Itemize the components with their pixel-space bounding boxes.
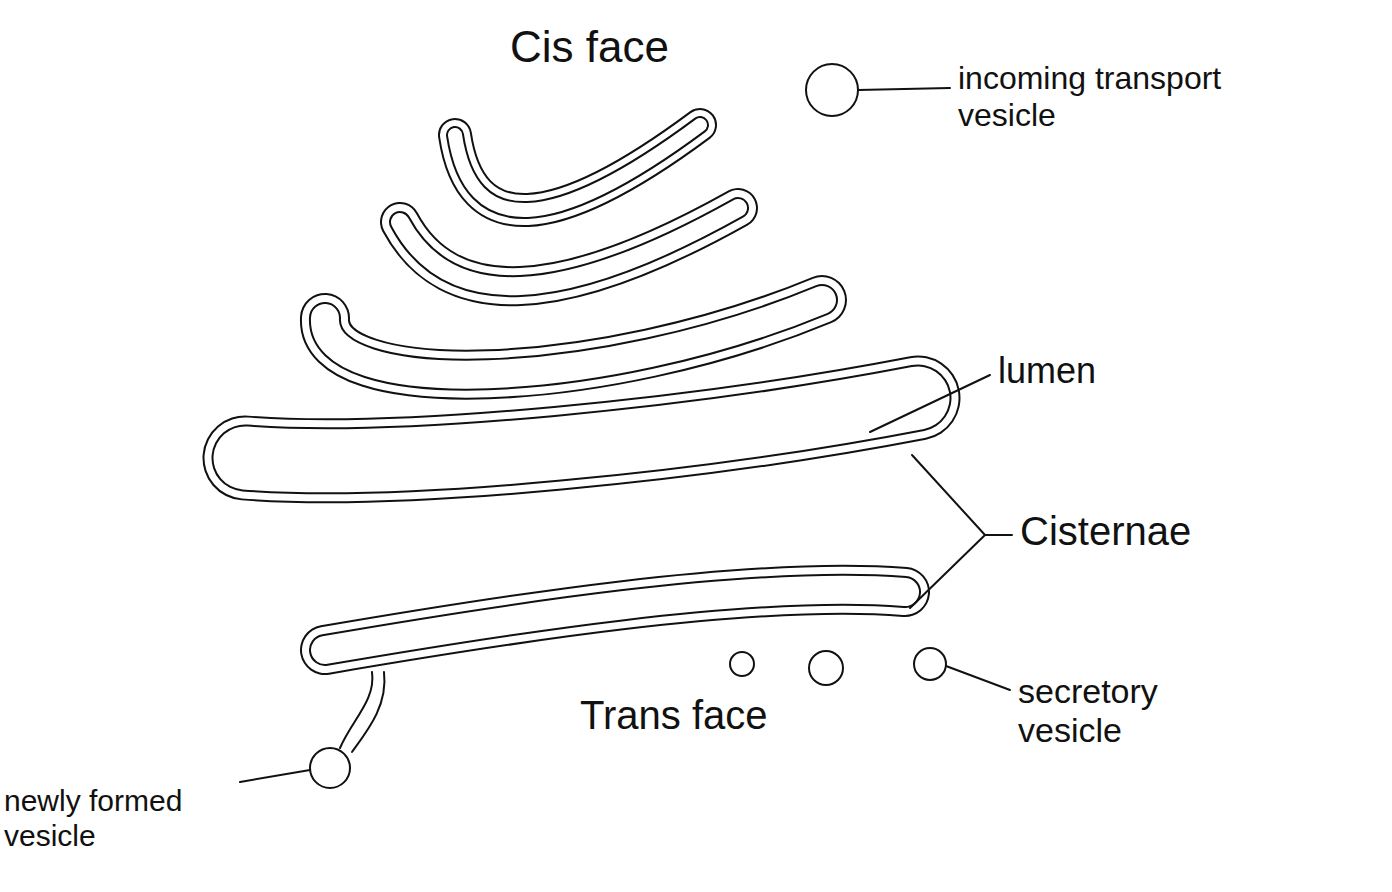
budding-vesicle: [310, 748, 350, 788]
cisterna-lumen-line: [455, 125, 700, 210]
transport-vesicle: [806, 64, 858, 116]
part-label: Cisternae: [1020, 508, 1320, 554]
cisterna-lumen-line: [325, 590, 905, 650]
leader-line: [858, 88, 950, 90]
cisterna: [325, 300, 822, 375]
part-label: secretory vesicle: [1018, 672, 1238, 750]
secretory-vesicle: [914, 648, 946, 680]
cisterna-membrane: [245, 398, 918, 461]
cisterna-membrane: [455, 125, 700, 210]
bracket: [910, 455, 1012, 608]
cisterna-lumen-line: [325, 300, 822, 375]
cisterna-lumen-line: [400, 208, 738, 286]
cisterna-lumen-line: [400, 208, 738, 286]
cisterna-membrane: [455, 125, 700, 210]
secretory-vesicle: [809, 651, 843, 685]
vesicle-stalk: [340, 672, 372, 748]
cisterna-lumen-line: [325, 590, 905, 650]
cisterna: [455, 125, 700, 210]
cisterna: [325, 590, 905, 650]
cisterna-membrane: [400, 208, 738, 286]
cisterna-lumen-line: [325, 300, 822, 375]
vesicle-stalk: [352, 672, 385, 752]
part-label: newly formed vesicle: [4, 784, 239, 853]
cisterna-membrane: [325, 300, 822, 375]
part-label: lumen: [998, 350, 1198, 391]
cisterna: [245, 398, 918, 461]
leader-line: [946, 666, 1010, 690]
cisterna-lumen-line: [245, 398, 918, 461]
cisterna: [400, 208, 738, 286]
part-label: incoming transport vesicle: [958, 60, 1258, 134]
cisterna-membrane: [245, 398, 918, 461]
cisterna-membrane: [325, 300, 822, 375]
leader-line: [870, 375, 990, 432]
part-label: Cis face: [510, 22, 770, 73]
part-label: Trans face: [580, 692, 900, 738]
cisterna-membrane: [400, 208, 738, 286]
cisterna-membrane: [325, 590, 905, 650]
cisterna-membrane: [325, 590, 905, 650]
cisterna-lumen-line: [455, 125, 700, 210]
cisterna-lumen-line: [245, 398, 918, 461]
secretory-vesicle: [730, 652, 754, 676]
leader-line: [240, 770, 310, 782]
